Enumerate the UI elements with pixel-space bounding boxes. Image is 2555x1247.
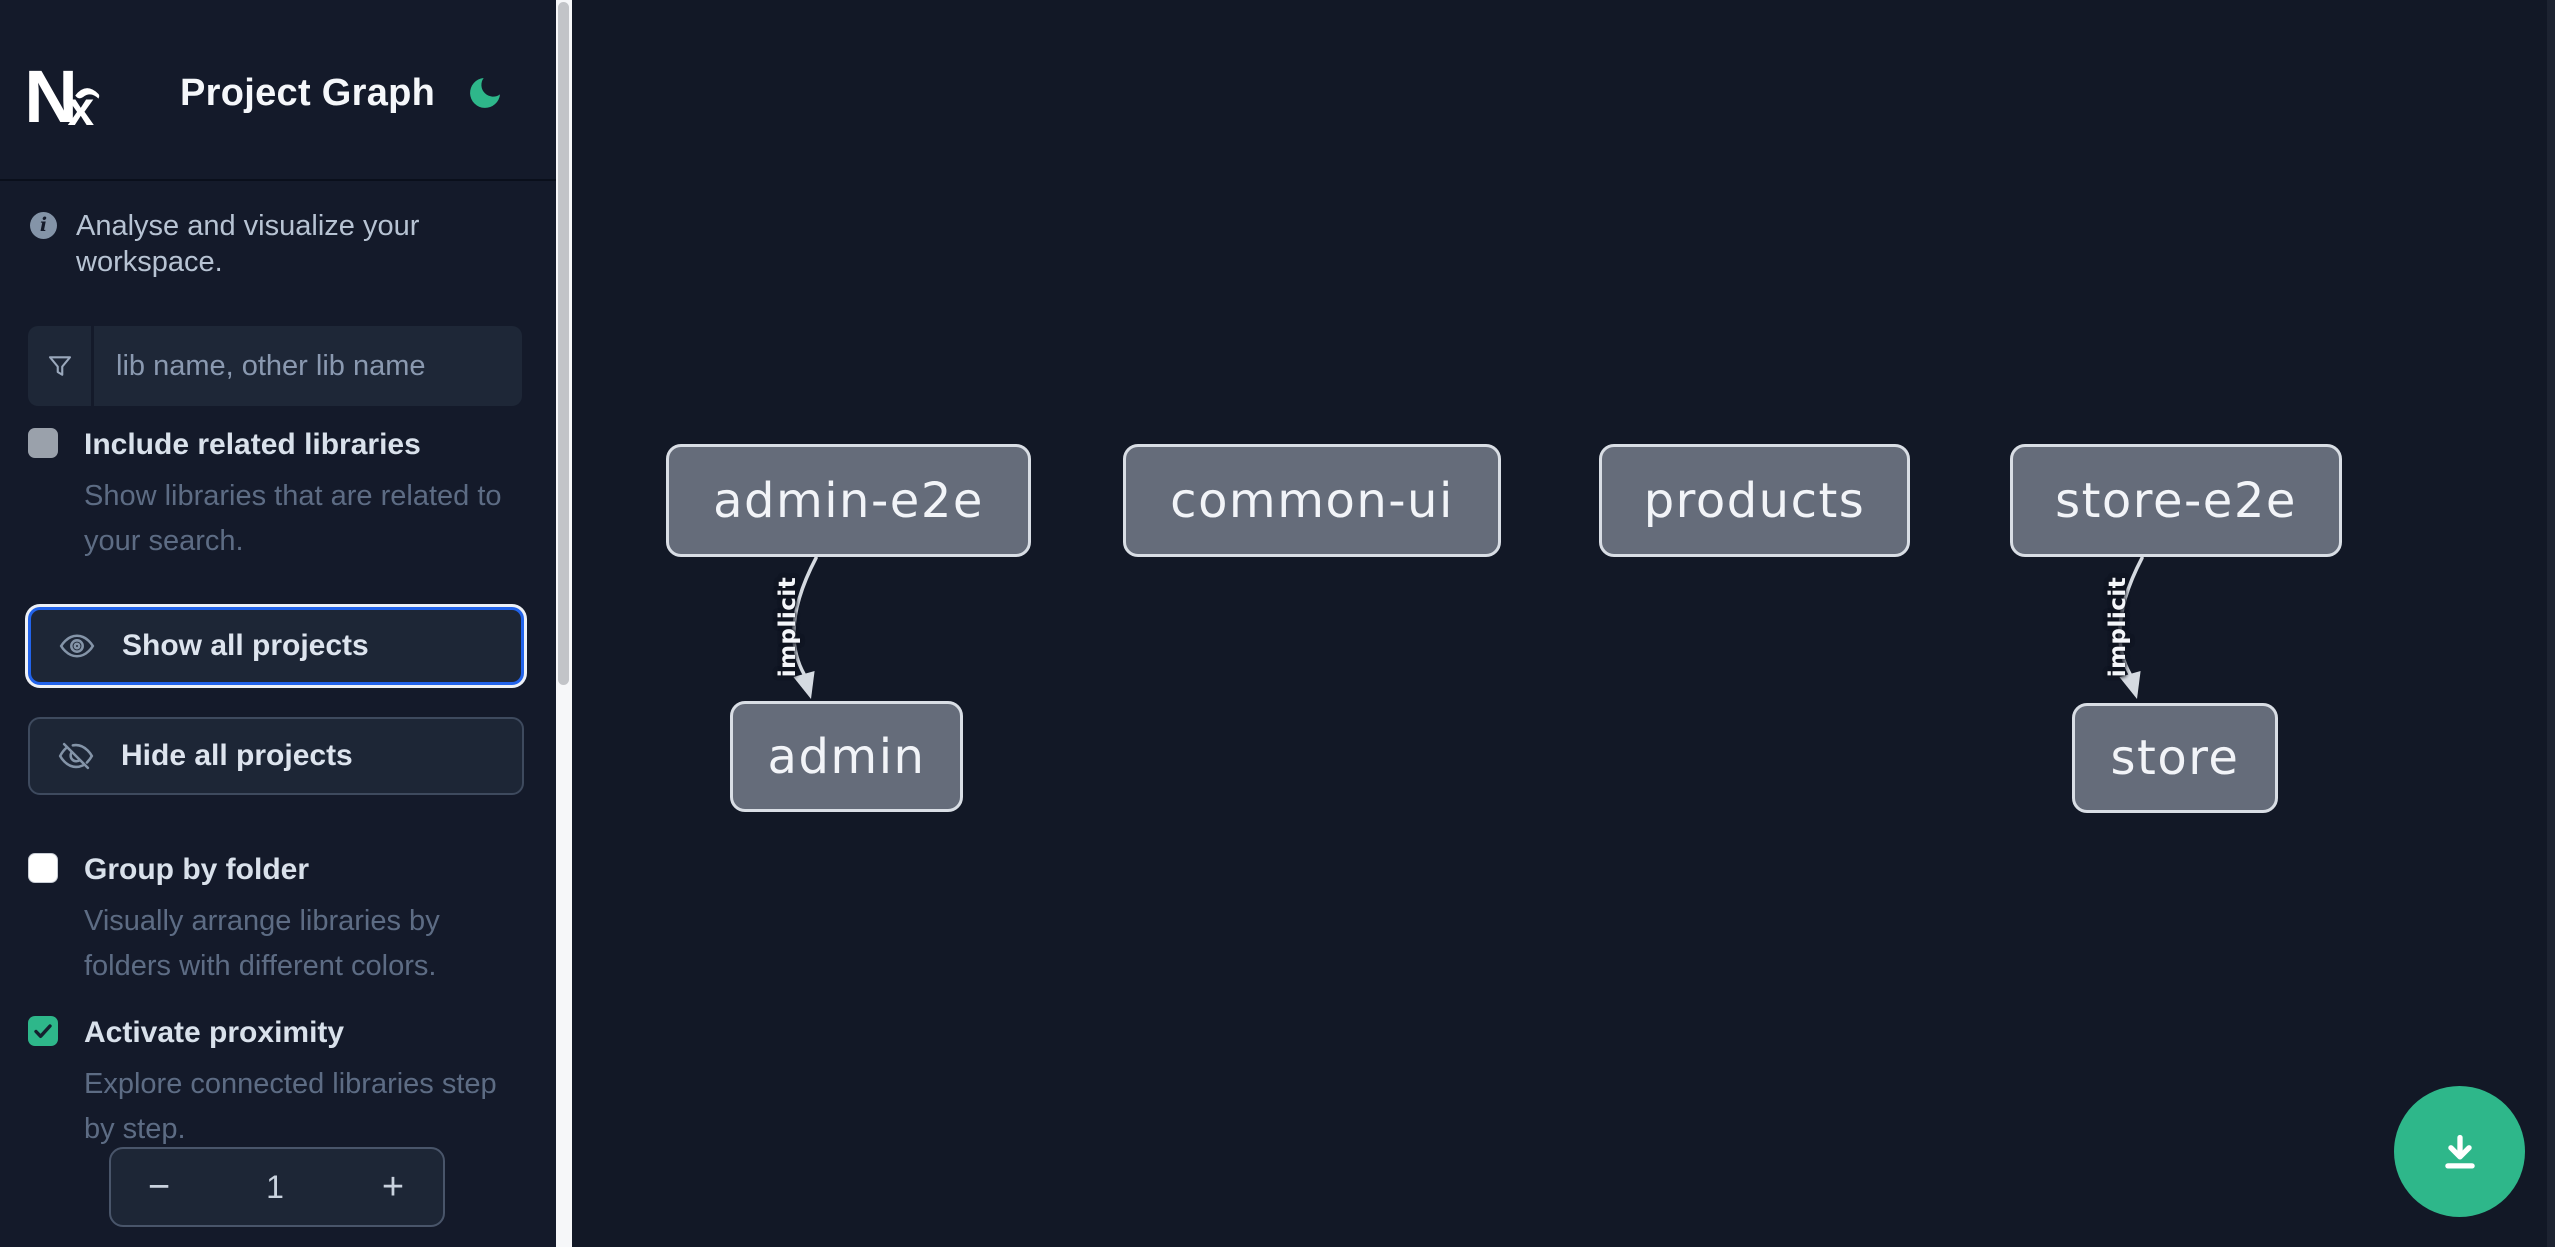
header-divider <box>0 179 556 181</box>
graph-node-store-e2e[interactable]: store-e2e <box>2010 444 2342 557</box>
nx-logo: N x <box>27 60 100 128</box>
edge-store-e2e-store <box>2118 556 2144 699</box>
sidebar: N x Project Graph i Analyse and visualiz… <box>0 0 572 1247</box>
edge-admin-e2e-admin <box>792 556 818 699</box>
option-activate-proximity: Activate proximity Explore connected lib… <box>28 1016 528 1152</box>
edge-label: implicit <box>2105 576 2131 678</box>
stepper-value: 1 <box>266 1168 284 1205</box>
tagline: Analyse and visualize your workspace. <box>76 210 420 278</box>
checkbox-label: Include related libraries <box>84 428 421 461</box>
funnel-icon <box>48 356 71 376</box>
decrement-button[interactable]: − <box>111 1149 207 1225</box>
info-icon: i <box>30 212 57 239</box>
checkbox-label: Group by folder <box>84 853 309 886</box>
funnel-icon-cell <box>28 326 94 406</box>
graph-node-products[interactable]: products <box>1599 444 1910 557</box>
filter-input[interactable] <box>94 326 522 406</box>
checkbox-include-related[interactable] <box>28 428 58 458</box>
hide-all-projects-label: Hide all projects <box>121 739 353 772</box>
svg-text:N: N <box>27 60 78 128</box>
checkbox-description: Explore connected libraries step by step… <box>84 1068 497 1145</box>
checkbox-activate-proximity[interactable] <box>28 1016 58 1046</box>
eye-off-icon <box>58 742 94 770</box>
hide-all-projects-button[interactable]: Hide all projects <box>28 717 524 795</box>
option-group-by-folder: Group by folder Visually arrange librari… <box>28 853 528 989</box>
tagline-row: i Analyse and visualize your workspace. <box>30 208 530 280</box>
graph-node-admin-e2e[interactable]: admin-e2e <box>666 444 1031 557</box>
window-scrollbar-strip <box>2547 0 2555 1247</box>
filter-input-group <box>28 326 522 406</box>
theme-toggle-button[interactable] <box>463 72 507 116</box>
checkbox-label: Activate proximity <box>84 1016 345 1049</box>
sidebar-scrollbar-thumb[interactable] <box>558 2 569 685</box>
download-icon <box>2444 1134 2475 1169</box>
proximity-stepper: − 1 + <box>109 1147 445 1227</box>
arrowhead-icon <box>793 671 815 699</box>
edge-layer <box>792 556 2144 699</box>
checkbox-group-by-folder[interactable] <box>28 853 58 883</box>
sidebar-scrollbar-track <box>556 0 572 1247</box>
increment-button[interactable]: + <box>343 1149 443 1225</box>
graph-node-store[interactable]: store <box>2072 703 2278 813</box>
download-button[interactable] <box>2394 1086 2525 1217</box>
eye-icon <box>59 634 95 658</box>
graph-node-common-ui[interactable]: common-ui <box>1123 444 1501 557</box>
check-icon <box>34 1024 52 1038</box>
checkbox-description: Show libraries that are related to your … <box>84 480 502 557</box>
graph-canvas[interactable]: implicit implicit admin-e2e common-ui pr… <box>572 0 2555 1247</box>
moon-icon <box>470 77 500 108</box>
show-all-projects-button[interactable]: Show all projects <box>28 607 524 685</box>
edge-label: implicit <box>775 576 801 678</box>
page-title: Project Graph <box>180 72 436 114</box>
option-include-related: Include related libraries Show libraries… <box>28 428 528 564</box>
checkbox-description: Visually arrange libraries by folders wi… <box>84 905 440 982</box>
graph-node-admin[interactable]: admin <box>730 701 963 812</box>
show-all-projects-label: Show all projects <box>122 629 369 662</box>
arrowhead-icon <box>2119 671 2141 699</box>
